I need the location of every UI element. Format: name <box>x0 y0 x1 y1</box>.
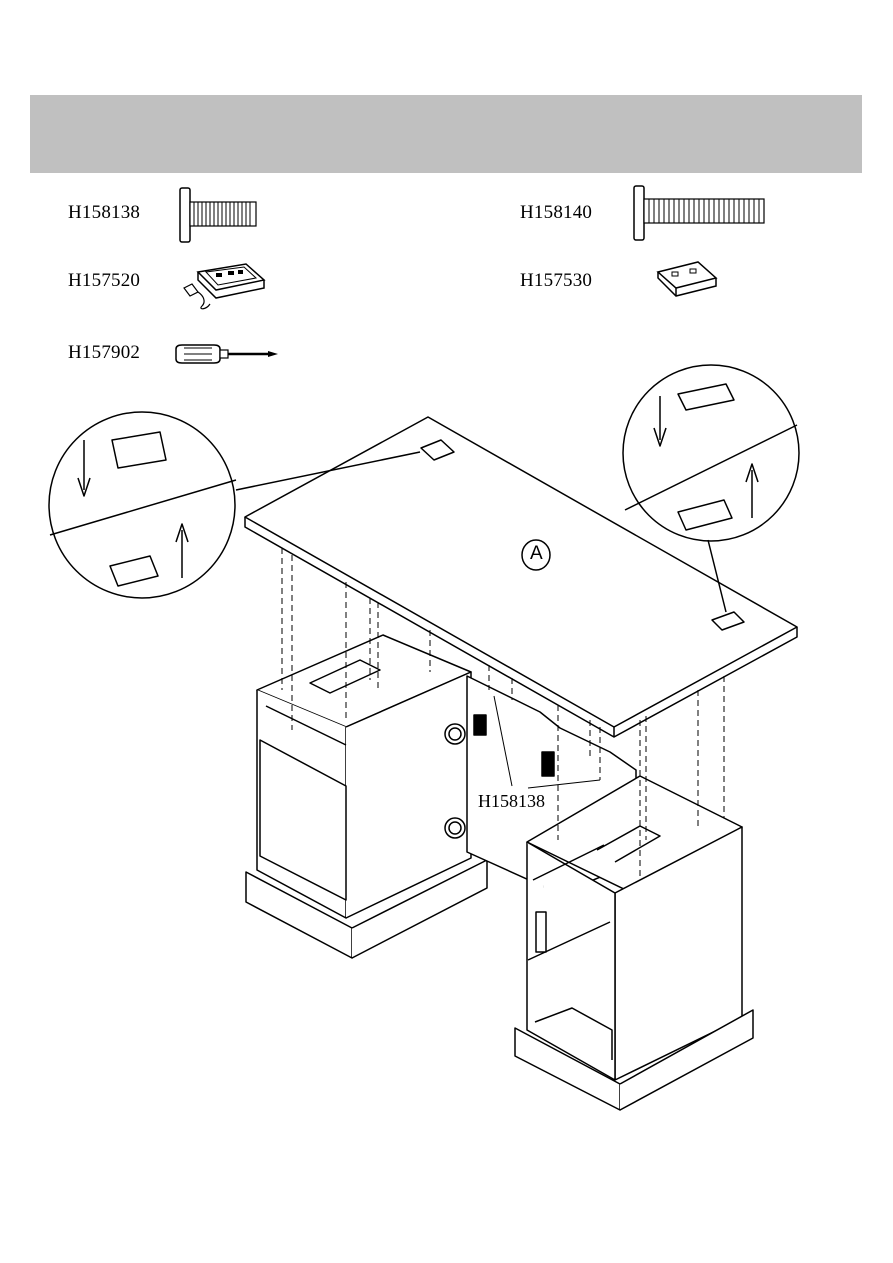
bolt-callout-label: H158138 <box>478 791 545 812</box>
right-callout-circle <box>623 365 799 541</box>
panel-label-a: A <box>530 543 543 565</box>
left-callout-circle <box>49 412 236 598</box>
